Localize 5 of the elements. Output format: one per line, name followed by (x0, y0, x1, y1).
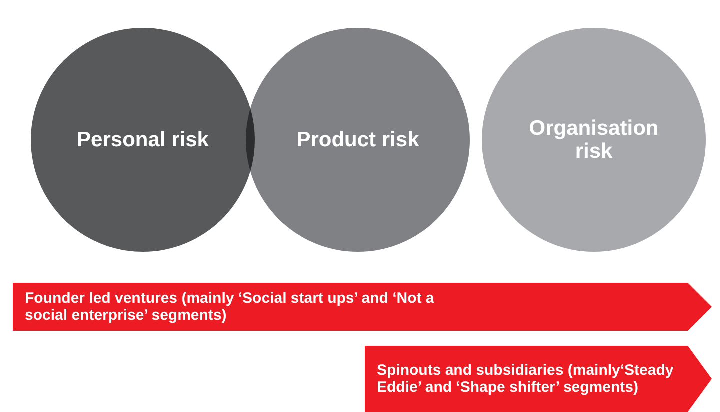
band-label: Spinouts and subsidiaries (mainly‘Steady Eddie’ and ‘Shape shifter’ segments) (377, 362, 675, 396)
circle-label: Personal risk (76, 128, 210, 152)
band-label: Founder led ventures (mainly ‘Social start ups’ and ‘Not a social enterprise’ segments) (25, 290, 436, 324)
circle-label: Organisation risk (528, 117, 660, 163)
circle-label: Product risk (296, 128, 420, 152)
